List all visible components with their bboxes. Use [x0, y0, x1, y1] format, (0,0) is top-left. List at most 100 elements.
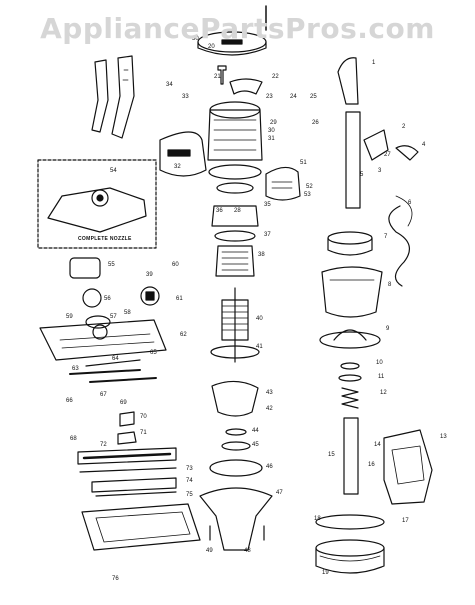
part-number-label: 52: [306, 184, 313, 190]
part-number-label: 50: [192, 36, 199, 42]
motor-housing-fins: [213, 119, 257, 151]
part-number-label: 15: [328, 452, 335, 458]
inset-frame: [37, 159, 157, 249]
nozzle-base-ribs: [59, 333, 155, 349]
nozzle-base: [39, 319, 167, 361]
part-number-label: 32: [174, 164, 181, 170]
part-number-label: 51: [300, 160, 307, 166]
nozzle-base-knob: [92, 324, 108, 340]
part-number-label: 59: [66, 314, 73, 320]
ring-7-band: [327, 237, 373, 256]
top-cap-rim: [197, 41, 267, 56]
brush-72: [77, 447, 177, 465]
part-number-label: 53: [304, 192, 311, 198]
part-number-label: 43: [266, 390, 273, 396]
motor-ring-a: [208, 164, 262, 180]
motor-top: [209, 101, 261, 119]
washer-45: [221, 441, 251, 451]
part-number-label: 75: [186, 492, 193, 498]
part-number-label: 58: [124, 310, 131, 316]
part-number-label: 57: [110, 314, 117, 320]
bottom-plate-76-inner: [95, 511, 191, 543]
part-number-label: 30: [268, 128, 275, 134]
inset-nozzle-knob-core: [96, 194, 104, 202]
part-number-label: 62: [180, 332, 187, 338]
part-number-label: 64: [112, 356, 119, 362]
part-number-label: 55: [108, 262, 115, 268]
part-number-label: 14: [374, 442, 381, 448]
washer-44: [225, 428, 247, 436]
part-number-label: 19: [322, 570, 329, 576]
cover-32: [159, 131, 207, 177]
part-number-label: 23: [266, 94, 273, 100]
brush-72-bristles: [82, 452, 172, 460]
part-number-label: 3: [378, 168, 382, 174]
inset-nozzle: [47, 187, 147, 233]
spring-12: [341, 387, 359, 409]
rod-63: [69, 369, 141, 375]
part-number-label: 10: [376, 360, 383, 366]
cap-9-dome: [333, 329, 367, 341]
part-number-label: 76: [112, 576, 119, 582]
part-number-label: 42: [266, 406, 273, 412]
part-number-label: 74: [186, 478, 193, 484]
part-number-label: 4: [422, 142, 426, 148]
part-number-label: 73: [186, 466, 193, 472]
part-number-label: 35: [264, 202, 271, 208]
cap-9: [319, 331, 381, 349]
part-number-label: 48: [244, 548, 251, 554]
knob-39-core: [145, 291, 155, 301]
bag-housing-13: [383, 429, 433, 505]
part-number-label: 12: [380, 390, 387, 396]
screw-21: [217, 65, 227, 85]
part-number-label: 20: [208, 44, 215, 50]
part-number-label: 6: [408, 200, 412, 206]
bulb-56: [82, 288, 102, 308]
wand-right: [111, 55, 135, 139]
lens-57: [85, 315, 111, 329]
part-number-label: 41: [256, 344, 263, 350]
ring-7-top: [327, 231, 373, 245]
part-number-label: 72: [100, 442, 107, 448]
ring-19-top: [315, 539, 385, 557]
part-number-label: 21: [214, 74, 221, 80]
cover-32-vent: [167, 149, 191, 157]
part-number-label: 49: [206, 548, 213, 554]
belt-73: [79, 467, 177, 473]
rod-65: [85, 359, 141, 367]
plate-75: [95, 491, 177, 497]
field-38-winding: [221, 251, 249, 271]
tube-14: [343, 417, 359, 495]
bag-housing-13-inner: [391, 445, 425, 485]
inset-caption: COMPLETE NOZZLE: [78, 236, 132, 242]
part-number-label: 8: [388, 282, 392, 288]
brush-holder-35: [211, 205, 259, 227]
piece-71: [117, 431, 137, 445]
part-number-label: 29: [270, 120, 277, 126]
part-number-label: 28: [234, 208, 241, 214]
knob-39: [140, 286, 160, 306]
handle-1: [337, 57, 359, 105]
part-number-label: 61: [176, 296, 183, 302]
agitator-74: [91, 477, 177, 493]
cord-hook-2: [363, 129, 389, 161]
part-number-label: 31: [268, 136, 275, 142]
part-number-label: 44: [252, 428, 259, 434]
fan-41: [210, 345, 260, 359]
wand-ridge: [122, 69, 129, 81]
part-number-label: 5: [360, 172, 364, 178]
cover-53: [265, 166, 301, 201]
part-number-label: 45: [252, 442, 259, 448]
funnel-47: [199, 487, 273, 551]
part-number-label: 46: [266, 464, 273, 470]
spacer-37: [214, 230, 256, 242]
cord-6-coil: [395, 195, 413, 227]
part-number-label: 25: [310, 94, 317, 100]
part-number-label: 11: [378, 374, 385, 380]
part-number-label: 9: [386, 326, 390, 332]
part-number-label: 36: [216, 208, 223, 214]
part-number-label: 1: [372, 60, 376, 66]
part-number-label: 63: [72, 366, 79, 372]
